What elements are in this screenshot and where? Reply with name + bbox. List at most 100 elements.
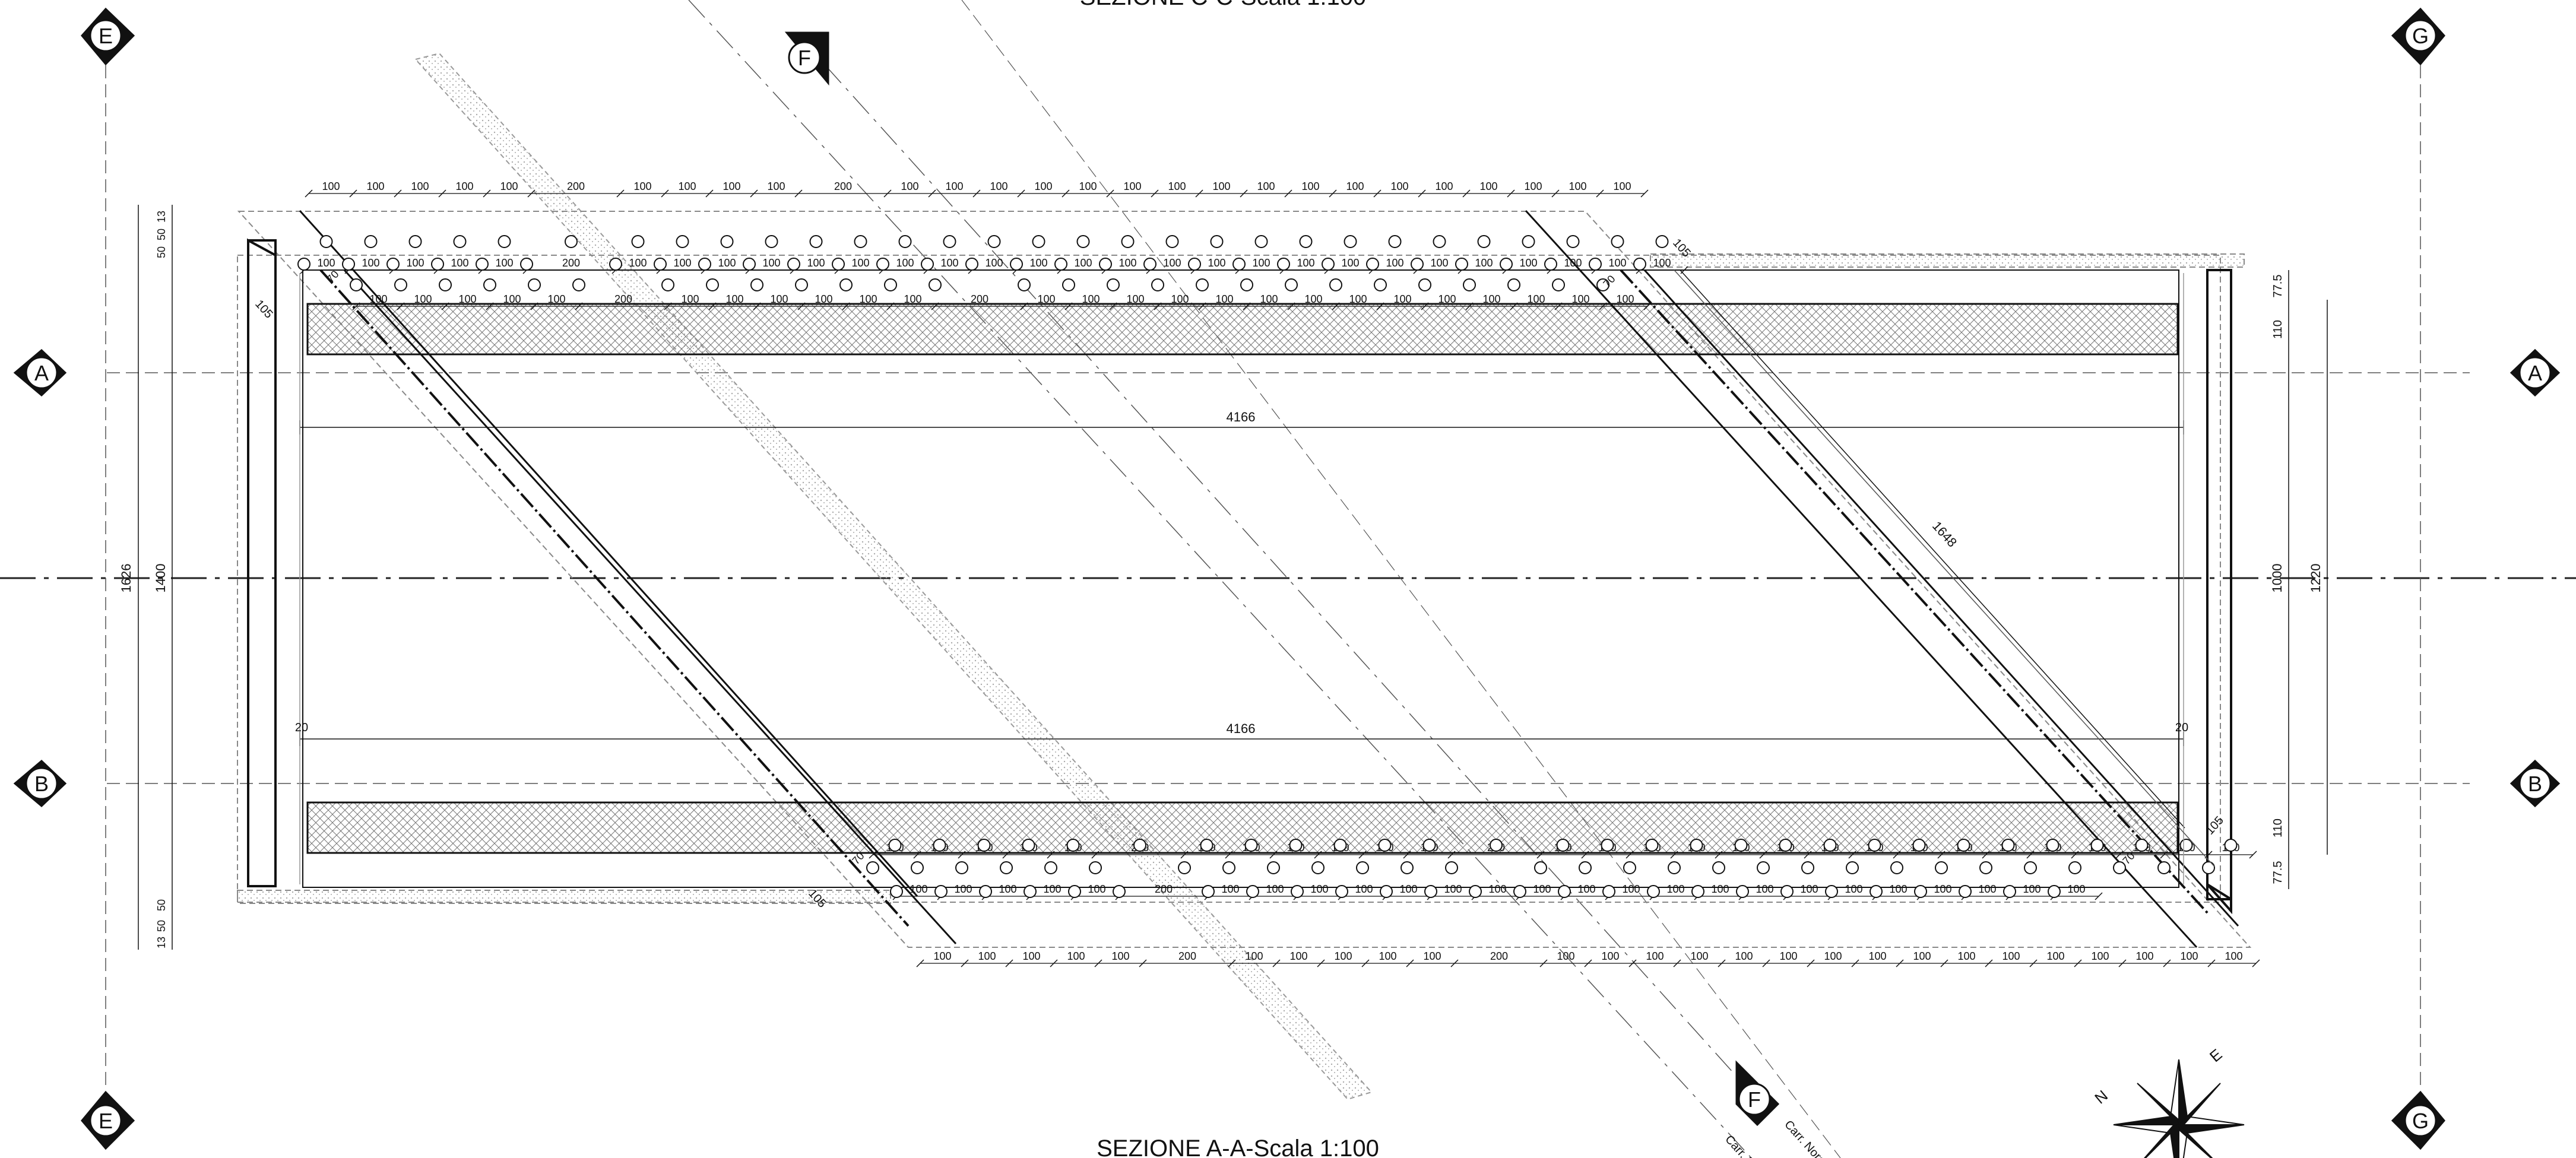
pile-circle — [866, 861, 879, 874]
pile-circle — [1712, 861, 1725, 874]
pile-dim-label: 100 — [1622, 883, 1640, 895]
pile-dim-tick — [1985, 959, 1993, 967]
pile-circle — [2003, 885, 2016, 898]
pile-dim-tick — [1317, 959, 1325, 967]
pile-circle — [1188, 258, 1201, 271]
pile-circle — [1121, 235, 1135, 248]
pile-circle — [1463, 278, 1476, 291]
pile-circle — [698, 258, 711, 271]
pile-dim-tick — [1228, 959, 1236, 967]
pile-circle — [2001, 839, 2015, 852]
dim-skew-left: 105 — [252, 297, 275, 321]
pile-dim-label: 100 — [2023, 883, 2040, 895]
section-marker-g-bottom: G — [2391, 1090, 2445, 1150]
compass-rose: N E — [2091, 1045, 2245, 1158]
pile-circle — [1366, 258, 1379, 271]
dim-offset-70-a: 70 — [324, 268, 341, 285]
pile-dim-tick — [2095, 892, 2103, 900]
pile-dim-label: 100 — [414, 293, 432, 305]
dim-offset-left: 20 — [295, 721, 308, 734]
pile-dim-label: 100 — [1037, 293, 1055, 305]
pile-dim-label: 100 — [681, 293, 699, 305]
pile-dim-tick — [1851, 959, 1859, 967]
pile-circle — [364, 235, 378, 248]
top-beam — [306, 303, 2179, 356]
pile-circle — [297, 258, 310, 271]
pile-circle — [676, 235, 689, 248]
dim-left-top-c: 13 — [156, 211, 167, 223]
pile-dim-label: 100 — [1824, 950, 1842, 962]
pile-dim-tick — [1154, 302, 1162, 310]
pile-dim-tick — [1284, 189, 1292, 198]
pile-dim-label: 100 — [1564, 257, 1582, 269]
pile-dim-label: 100 — [1934, 883, 1951, 895]
pile-circle — [1757, 861, 1770, 874]
dim-left-inner: 1400 — [153, 564, 168, 593]
pile-dim-label: 100 — [458, 293, 476, 305]
pile-dim-label: 100 — [500, 180, 518, 192]
pile-circle — [1378, 839, 1392, 852]
pile-circle — [572, 278, 585, 291]
pile-circle — [1010, 258, 1023, 271]
pile-dim-label: 100 — [1355, 883, 1373, 895]
pile-dim-label: 100 — [1527, 293, 1545, 305]
pile-circle — [929, 278, 942, 291]
pile-dim-tick — [1982, 851, 1990, 859]
pile-dim-tick — [1195, 189, 1203, 198]
pile-dim-label: 100 — [978, 950, 996, 962]
pile-circle — [1196, 278, 1209, 291]
pile-circle — [1099, 258, 1112, 271]
pile-dim-label: 100 — [2002, 950, 2020, 962]
pile-circle — [1668, 861, 1681, 874]
pile-dim-tick — [958, 851, 966, 859]
compass-east-label: E — [2206, 1045, 2226, 1065]
right-abutment-wall — [2206, 269, 2232, 900]
pile-dim-label: 100 — [1435, 180, 1453, 192]
pile-circle — [408, 235, 422, 248]
pile-dim-label: 100 — [1756, 883, 1773, 895]
pile-dim-tick — [2118, 959, 2127, 967]
compass-north-label: N — [2091, 1087, 2111, 1108]
pile-dim-label: 200 — [1155, 883, 1173, 895]
pile-dim-tick — [1626, 851, 1634, 859]
pile-circle — [1579, 861, 1592, 874]
pile-dim-label: 100 — [945, 180, 963, 192]
pile-dim-label: 100 — [1524, 180, 1542, 192]
pile-circle — [1500, 258, 1513, 271]
pile-circle — [1552, 278, 1565, 291]
pile-circle — [832, 258, 845, 271]
pile-circle — [1151, 278, 1164, 291]
pile-dim-tick — [1937, 851, 1946, 859]
pile-circle — [2157, 861, 2171, 874]
pile-dim-tick — [1002, 851, 1010, 859]
pile-dim-label: 100 — [678, 180, 696, 192]
pile-circle — [609, 258, 622, 271]
pile-circle — [854, 235, 867, 248]
pile-dim-label: 100 — [990, 180, 1007, 192]
pile-dim-label: 100 — [767, 180, 785, 192]
pile-dim-label: 100 — [1438, 293, 1456, 305]
pile-dim-label: 100 — [1349, 293, 1367, 305]
pile-dim-tick — [2074, 959, 2082, 967]
pile-circle — [1329, 278, 1342, 291]
pile-dim-label: 100 — [910, 883, 927, 895]
pile-dim-label: 100 — [406, 257, 424, 269]
section-marker-a-right: A — [2510, 348, 2561, 397]
pile-circle — [350, 278, 363, 291]
pile-circle — [1957, 839, 1970, 852]
pile-circle — [1401, 861, 1414, 874]
pile-circle — [386, 258, 400, 271]
pile-dim-label: 100 — [2225, 950, 2242, 962]
pile-dim-tick — [794, 189, 803, 198]
pile-dim-tick — [928, 189, 936, 198]
pile-dim-label: 100 — [933, 950, 951, 962]
pile-dim-tick — [2029, 959, 2038, 967]
pile-dim-tick — [1551, 189, 1560, 198]
pile-dim-label: 100 — [1482, 293, 1500, 305]
pile-circle — [977, 839, 991, 852]
pile-dim-label: 100 — [2180, 950, 2198, 962]
pile-dim-tick — [1332, 302, 1340, 310]
pile-dim-label: 100 — [369, 293, 387, 305]
pile-dim-label: 100 — [1889, 883, 1907, 895]
